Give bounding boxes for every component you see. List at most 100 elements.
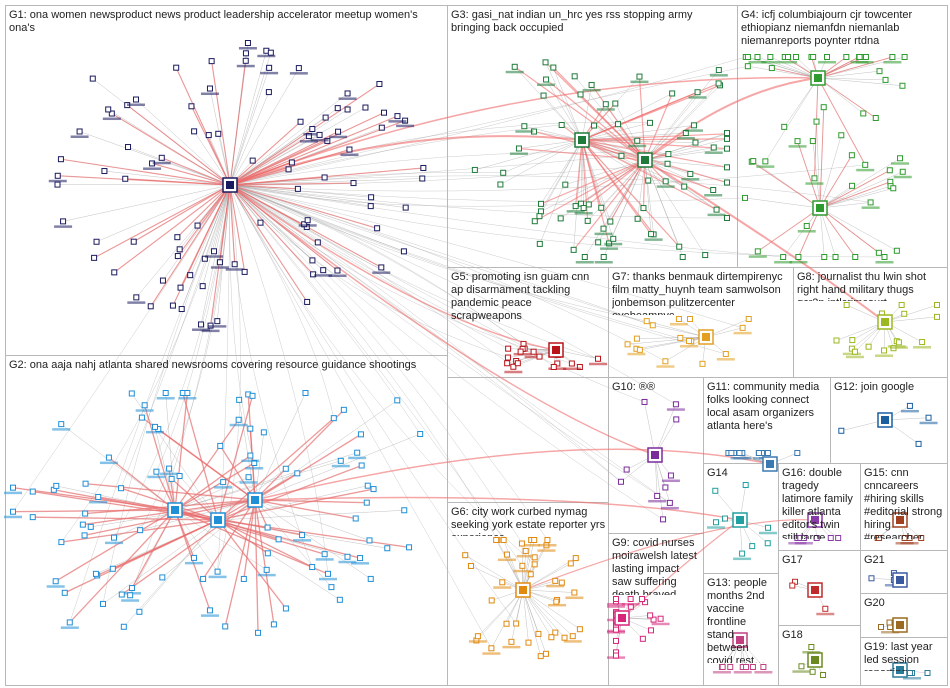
node-g9 <box>614 627 619 632</box>
node-g1 <box>126 145 131 150</box>
node-g1 <box>250 158 255 163</box>
node-g6 <box>577 627 582 632</box>
node-g2 <box>248 426 253 431</box>
group-label-g6: G6: city work curbed nymag seeking york … <box>451 506 606 536</box>
node-g6 <box>475 634 480 639</box>
node-g21 <box>869 576 874 581</box>
edge <box>151 185 230 306</box>
edge <box>818 78 876 118</box>
node-g12 <box>926 415 931 420</box>
node-label-mark <box>332 465 350 468</box>
node-g2 <box>418 432 423 437</box>
red-edges-layer <box>13 57 892 633</box>
node-g4 <box>781 255 786 260</box>
node-g2 <box>341 407 346 412</box>
node-g6 <box>570 634 575 639</box>
node-g3 <box>551 65 556 70</box>
node-g10 <box>668 473 673 478</box>
node-g19 <box>925 671 930 676</box>
node-g3 <box>608 219 613 224</box>
node-g1 <box>369 195 374 200</box>
node-g9 <box>648 613 653 618</box>
node-g2 <box>246 475 251 480</box>
node-g2 <box>160 575 165 580</box>
node-g3 <box>635 216 640 221</box>
hub-node-avatar <box>816 204 824 212</box>
node-label-mark <box>239 47 257 50</box>
node-g2 <box>322 552 327 557</box>
node-label-mark <box>510 152 528 155</box>
node-g3 <box>586 202 591 207</box>
node-label-mark <box>61 626 79 629</box>
edge <box>639 77 645 160</box>
node-g2 <box>367 538 372 543</box>
node-g3 <box>501 170 506 175</box>
node-g8 <box>935 303 940 308</box>
edge <box>127 105 230 185</box>
node-g7 <box>650 323 655 328</box>
node-g2 <box>54 483 59 488</box>
node-g3 <box>601 255 606 260</box>
node-g4 <box>821 105 826 110</box>
node-g3 <box>637 74 642 79</box>
node-g10 <box>674 417 679 422</box>
node-label-mark <box>4 492 22 495</box>
node-g1 <box>315 240 320 245</box>
node-g6 <box>523 548 528 553</box>
hub-node-avatar <box>171 506 179 514</box>
node-g4 <box>894 248 899 253</box>
node-label-mark <box>713 671 731 674</box>
node-g2 <box>30 515 35 520</box>
node-g9 <box>640 597 645 602</box>
node-g4 <box>857 55 862 60</box>
group-label-g11: G11: community media folks looking conne… <box>707 381 827 433</box>
node-g4 <box>755 249 760 254</box>
node-g7 <box>663 359 668 364</box>
node-g2 <box>256 630 261 635</box>
node-g4 <box>890 55 895 60</box>
node-label-mark <box>314 274 332 277</box>
node-g2 <box>30 489 35 494</box>
node-g3 <box>603 102 608 107</box>
node-g2 <box>191 555 196 560</box>
node-g19 <box>907 671 912 676</box>
edge <box>818 78 865 165</box>
node-label-mark <box>733 558 751 561</box>
node-label-mark <box>388 120 406 123</box>
node-g11 <box>737 451 742 456</box>
node-label-mark <box>299 224 317 227</box>
node-g1 <box>286 167 291 172</box>
node-g1 <box>368 204 373 209</box>
node-g2 <box>207 608 212 613</box>
node-g9 <box>640 636 645 641</box>
node-g6 <box>572 590 577 595</box>
node-g17 <box>790 583 795 588</box>
node-g6 <box>509 639 514 644</box>
node-label-mark <box>160 473 178 476</box>
node-g2 <box>402 508 407 513</box>
node-label-mark <box>595 261 613 264</box>
node-g6 <box>573 556 578 561</box>
node-g2 <box>359 463 364 468</box>
node-label-mark <box>607 605 625 608</box>
node-g2 <box>185 391 190 396</box>
group-label-g1: G1: ona women newsproduct news product l… <box>9 9 439 35</box>
node-g1 <box>395 114 400 119</box>
node-g6 <box>538 654 543 659</box>
node-g1 <box>178 285 183 290</box>
node-g2 <box>177 473 182 478</box>
node-label-mark <box>396 125 414 128</box>
node-g3 <box>589 82 594 87</box>
node-g1 <box>321 268 326 273</box>
node-g3 <box>472 167 477 172</box>
hub-node-avatar <box>811 656 819 664</box>
node-g2 <box>59 422 64 427</box>
node-g3 <box>541 93 546 98</box>
node-label-mark <box>319 578 337 581</box>
node-g3 <box>544 77 549 82</box>
node-g2 <box>142 403 147 408</box>
node-g2 <box>300 533 305 538</box>
node-g1 <box>335 106 340 111</box>
node-g2 <box>358 556 363 561</box>
node-g3 <box>571 247 576 252</box>
